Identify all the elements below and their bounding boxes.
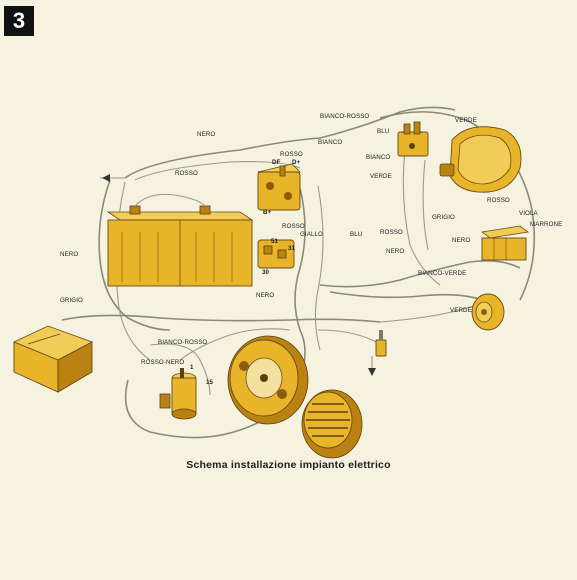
figure-number-badge: 3 [4,6,34,36]
label-rosso-right: ROSSO [487,197,510,204]
stator-plate-icon [227,335,309,425]
label-verde-mid: VERDE [370,173,392,180]
ground-arrow-icon [102,174,110,182]
terminal-1: 1 [190,364,194,371]
label-marrone: MARRONE [530,221,562,228]
tail-light-icon [13,325,93,393]
label-bianco-right: BIANCO [366,154,390,161]
label-nero-center: NERO [386,248,404,255]
label-grigio-right: GRIGIO [432,214,455,221]
label-nero-right: NERO [452,237,470,244]
terminal-31: 31 [288,245,296,252]
regulator-icon [257,163,301,211]
ignition-coil-icon [159,368,197,420]
relay-icon [257,239,295,269]
label-bianco-rosso-bottom: BIANCO-ROSSO [158,339,207,346]
label-blu-mid: BLU [350,231,362,238]
terminal-51: 51 [271,238,279,245]
label-bianco-top: BIANCO [318,139,342,146]
label-viola: VIOLA [519,210,539,217]
horn-icon [471,293,505,331]
headlight-icon [439,126,522,193]
wire-labels: NERO ROSSO ROSSO BIANCO-ROSSO BIANCO BLU… [60,113,562,386]
label-grigio-left: GRIGIO [60,297,83,304]
terminal-30: 30 [262,269,270,276]
handlebar-switch-icon [397,121,429,157]
label-nero-bottom: NERO [256,292,274,299]
label-rosso-reg: ROSSO [282,223,305,230]
spark-plug-icon [375,330,387,357]
label-bianco-verde: BIANCO-VERDE [418,270,466,277]
terminal-df: DF [272,159,281,166]
label-blu-top: BLU [377,128,389,135]
terminal-15: 15 [206,379,214,386]
ground-arrow-icon [368,368,376,376]
label-nero-left: NERO [60,251,78,258]
terminal-b-plus: B+ [263,209,272,216]
flywheel-icon [301,389,363,459]
battery-icon [106,193,254,287]
connector-block-icon [481,225,529,261]
label-nero-top: NERO [197,131,215,138]
label-giallo: GIALLO [300,231,323,238]
terminal-d-plus: D+ [292,159,301,166]
figure-caption: Schema installazione impianto elettrico [186,459,391,471]
label-rosso-nero: ROSSO-NERO [141,359,184,366]
label-rosso-mid: ROSSO [280,151,303,158]
label-bianco-rosso-top: BIANCO-ROSSO [320,113,369,120]
label-verde-right: VERDE [450,307,472,314]
label-verde-top: VERDE [455,117,477,124]
label-rosso-top: ROSSO [175,170,198,177]
label-rosso-center: ROSSO [380,229,403,236]
